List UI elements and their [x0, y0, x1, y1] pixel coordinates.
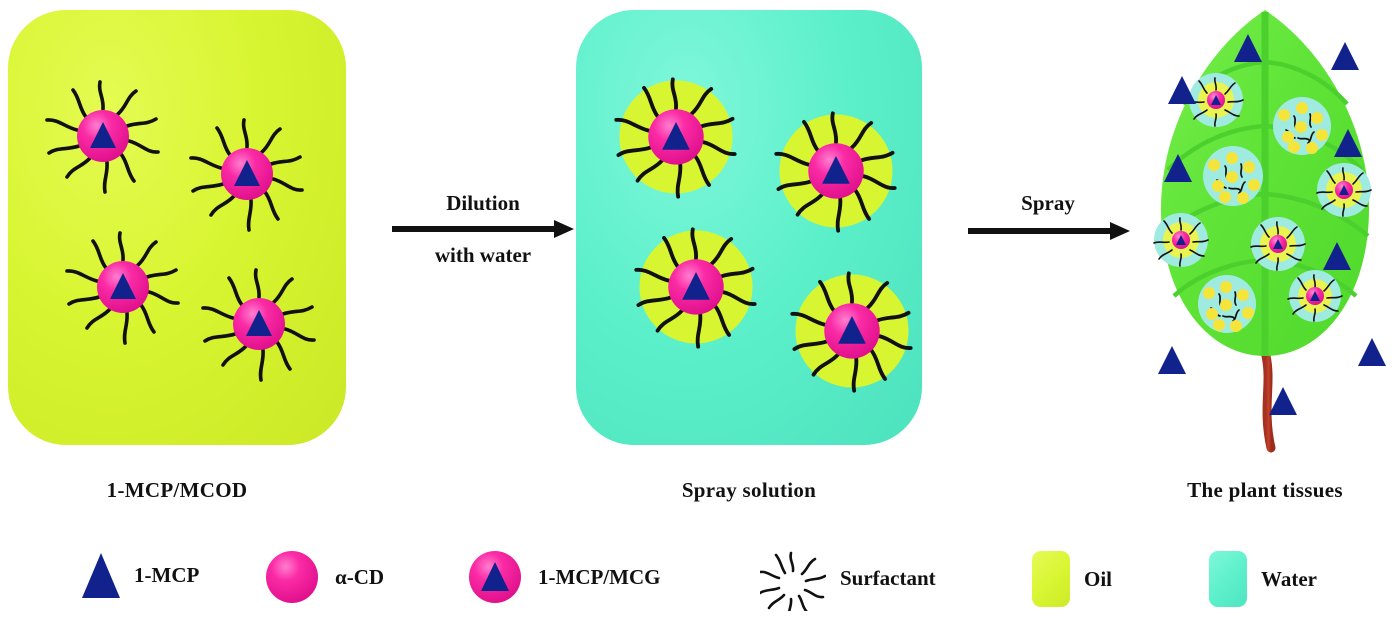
oil-swatch-icon [1032, 551, 1070, 607]
magenta-sphere-triangle-icon [469, 551, 521, 603]
surfactant-dots [1278, 102, 1328, 154]
arrow-shaft [392, 226, 554, 233]
legend-item-oil: Oil [1032, 551, 1112, 607]
panel-plant-tissues [1126, 4, 1400, 461]
leaf-droplet-micelle [1153, 213, 1209, 267]
legend-label: 1-MCP [134, 563, 200, 587]
micelle-particle [172, 100, 322, 250]
legend-label: α-CD [335, 564, 385, 589]
micelle-in-oil-droplet [772, 252, 932, 412]
legend-label: Water [1261, 566, 1317, 591]
leaf-droplet-released [1273, 97, 1331, 155]
arrow-dilution: Dilution with water [392, 192, 574, 266]
wavy-tail-burst-icon [760, 551, 826, 611]
legend-item-surfactant: Surfactant [760, 545, 936, 611]
surfactant-dots [1203, 281, 1254, 332]
leaf-droplet-released [1203, 146, 1263, 206]
legend-item-water: Water [1209, 551, 1317, 607]
leaf-droplet-micelle [1316, 163, 1372, 217]
legend-label: Surfactant [840, 565, 936, 590]
leaf-stem [1261, 351, 1276, 453]
arrow-spray-label-line1: Spray [1021, 191, 1075, 215]
panel-caption-spray-solution: Spray solution [681, 478, 817, 502]
micelle-in-oil-droplet [616, 208, 776, 368]
panel-caption-plant-tissues: The plant tissues [1187, 478, 1343, 502]
arrow-shaft [968, 228, 1110, 235]
leaf-droplet-micelle [1188, 73, 1244, 127]
leaf-droplet-released [1198, 275, 1256, 333]
micelle-in-oil-droplet [596, 58, 756, 218]
arrow-head [1110, 222, 1130, 241]
surfactant-dots [1208, 152, 1260, 204]
leaf-droplet-micelle [1287, 270, 1343, 322]
water-swatch-icon [1209, 551, 1247, 607]
leaf-droplet-micelle [1250, 217, 1306, 271]
free-1-mcp-triangles [1158, 34, 1386, 415]
micelle-particle [184, 250, 334, 400]
navy-triangle-icon [82, 553, 120, 598]
panel-caption-oil-concentrate: 1-MCP/MCOD [106, 478, 248, 502]
legend-label: Oil [1084, 566, 1113, 591]
legend-label: 1-MCP/MCG [538, 564, 661, 589]
micelle-particle [28, 62, 178, 212]
arrow-spray: Spray [968, 191, 1130, 241]
micelle-particle [48, 213, 198, 363]
arrow-dilution-label-line2: with water [434, 243, 532, 268]
panel-oil-concentrate [8, 10, 346, 445]
arrow-head [554, 220, 574, 239]
micelle-in-oil-droplet [756, 92, 916, 252]
legend-item-alpha-cd: α-CD [263, 548, 384, 606]
leaf-illustration [1153, 10, 1386, 453]
legend-item-1-mcp-mcg: 1-MCP/MCG [466, 548, 660, 606]
arrow-dilution-label-line1: Dilution [446, 191, 520, 215]
legend-item-1-mcp: 1-MCP [82, 553, 199, 598]
magenta-sphere-icon [266, 551, 318, 603]
